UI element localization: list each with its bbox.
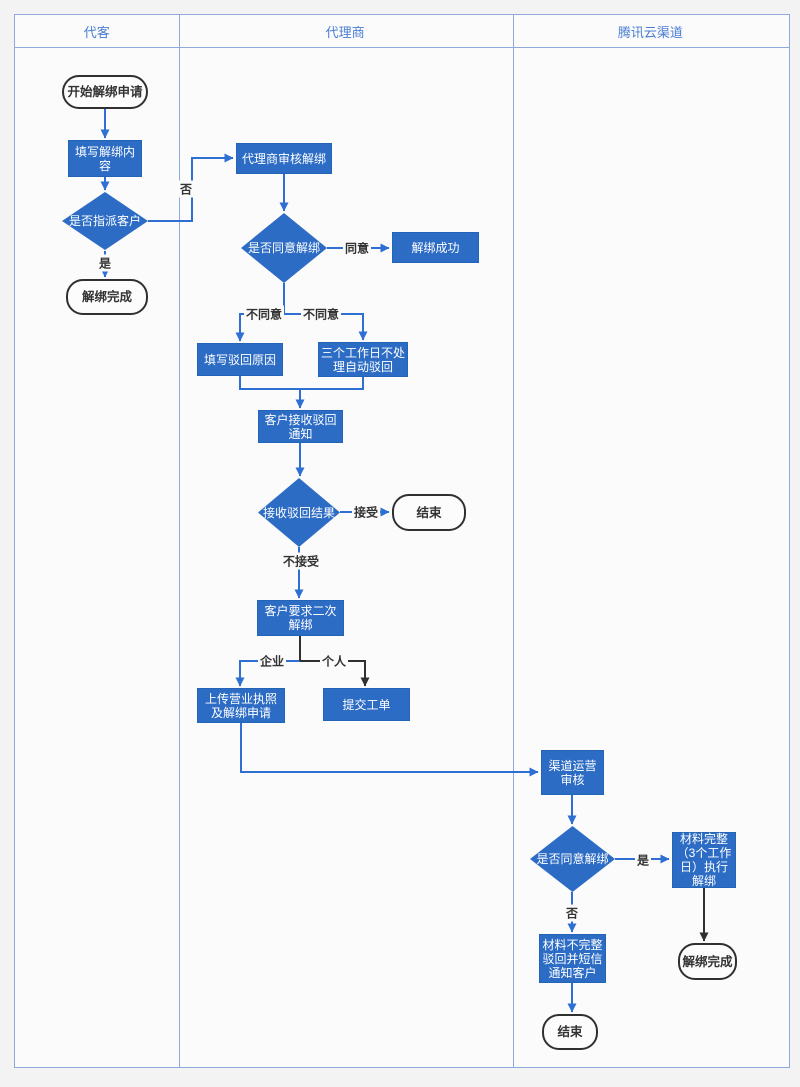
edge-label-accept: 接受 (351, 503, 381, 521)
lane-title-tencent-channel: 腾讯云渠道 (617, 24, 683, 40)
node-end-1-terminator: 结束 (392, 494, 466, 531)
edge-label-yes-1: 是 (96, 254, 114, 272)
node-second-unbind-request: 客户要求二次解绑 (257, 600, 344, 636)
edge-label-no-2: 否 (563, 904, 581, 922)
node-unbind-complete-1-terminator: 解绑完成 (66, 279, 148, 315)
node-fill-reject-reason: 填写驳回原因 (197, 343, 283, 376)
edge-label-yes-2: 是 (634, 851, 652, 869)
edge-label-disagree-left: 不同意 (243, 305, 285, 323)
node-fill-unbind-content: 填写解绑内容 (68, 140, 142, 177)
node-material-complete: 材料完整（3个工作日）执行解绑 (672, 832, 736, 888)
node-customer-receive-reject: 客户接收驳回通知 (258, 410, 343, 443)
edge-label-personal: 个人 (319, 652, 349, 670)
node-auto-reject: 三个工作日不处理自动驳回 (318, 342, 408, 377)
edge-label-not-accept: 不接受 (280, 552, 322, 570)
lane-header-row: 代客 代理商 腾讯云渠道 (15, 15, 789, 48)
node-unbind-success: 解绑成功 (392, 232, 479, 263)
edge-label-enterprise: 企业 (257, 652, 287, 670)
edge-label-no-1: 否 (177, 180, 195, 198)
edge-label-agree: 同意 (342, 239, 372, 257)
node-submit-ticket: 提交工单 (323, 688, 410, 721)
node-unbind-complete-2-terminator: 解绑完成 (678, 943, 737, 980)
node-channel-ops-review: 渠道运营审核 (541, 750, 604, 795)
node-end-2-terminator: 结束 (542, 1014, 598, 1050)
swimlane-container: 代客 代理商 腾讯云渠道 (14, 14, 790, 1068)
node-upload-license: 上传营业执照及解绑申请 (197, 688, 285, 723)
node-material-incomplete: 材料不完整驳回并短信通知客户 (539, 934, 606, 983)
node-agent-review: 代理商审核解绑 (236, 143, 332, 174)
lane-divider-2 (513, 15, 514, 1067)
lane-title-agent: 代理商 (325, 24, 365, 40)
edge-label-disagree-right: 不同意 (300, 305, 342, 323)
node-start-terminator: 开始解绑申请 (62, 75, 148, 109)
lane-title-customer: 代客 (83, 24, 110, 40)
lane-divider-1 (179, 15, 180, 1067)
